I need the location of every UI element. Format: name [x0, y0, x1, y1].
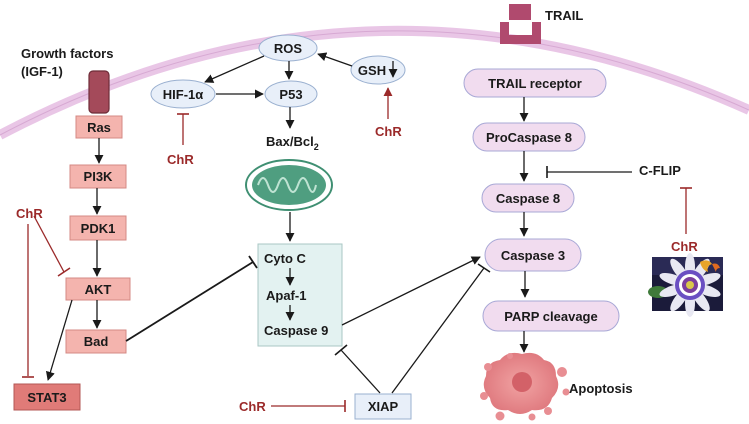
xiap-label: XIAP [368, 399, 399, 414]
growth-factors-label: Growth factors [21, 46, 113, 61]
ras-label: Ras [87, 120, 111, 135]
chr-label-xiap: ChR [239, 399, 266, 414]
apoptotic-cell-icon [480, 352, 570, 421]
p53-label: P53 [279, 87, 302, 102]
bax-bcl2-label: Bax/Bcl2 [266, 134, 319, 152]
akt-box: AKT [65, 277, 131, 301]
inhibit-bar-akt [57, 267, 71, 277]
cyto-c-panel: Cyto C Apaf-1 Caspase 9 [257, 243, 343, 347]
parp-label: PARP cleavage [504, 309, 597, 324]
mitochondrion-icon [245, 159, 333, 211]
gsh-oval: GSH [350, 55, 406, 85]
ros-label: ROS [274, 41, 303, 56]
ras-box: Ras [75, 115, 123, 139]
caspase8-label: Caspase 8 [496, 191, 560, 206]
pi3k-label: PI3K [84, 169, 114, 184]
stat3-label: STAT3 [27, 390, 66, 405]
akt-label: AKT [85, 282, 112, 297]
inhibit-bad-cytoc [125, 261, 254, 342]
cflip-label: C-FLIP [639, 163, 681, 178]
pdk1-label: PDK1 [81, 221, 116, 236]
apaf1-label: Apaf-1 [266, 288, 306, 303]
arrow-gsh-ros [317, 52, 353, 67]
inhibit-bar-caspase9 [334, 344, 348, 356]
arrow-akt-stat3 [45, 299, 73, 381]
passiflora-flower-icon [648, 253, 723, 317]
caspase9-label: Caspase 9 [264, 323, 328, 338]
arrow-caspase9-caspase3 [341, 256, 481, 326]
procaspase8-label: ProCaspase 8 [486, 130, 572, 145]
hif-label: HIF-1α [163, 87, 204, 102]
stat3-box: STAT3 [13, 383, 81, 411]
chr-label-hif: ChR [167, 152, 194, 167]
igf-receptor-icon [88, 70, 110, 114]
inhibit-bar-caspase3 [477, 263, 491, 273]
parp-box: PARP cleavage [482, 300, 620, 332]
p53-oval: P53 [264, 80, 318, 108]
bad-box: Bad [65, 329, 127, 354]
inhibit-chr-akt [33, 215, 65, 273]
trail-label: TRAIL [545, 8, 583, 23]
chr-label-gsh: ChR [375, 124, 402, 139]
xiap-box: XIAP [354, 393, 412, 420]
gsh-label: GSH [358, 63, 386, 78]
chr-label-left: ChR [16, 206, 43, 221]
pdk1-box: PDK1 [69, 215, 127, 241]
growth-factors-sublabel: (IGF-1) [21, 64, 63, 79]
inhibit-xiap-caspase3 [391, 267, 485, 394]
caspase3-box: Caspase 3 [484, 238, 582, 272]
apoptosis-label: Apoptosis [569, 381, 633, 396]
hif-oval: HIF-1α [150, 79, 216, 109]
trail-receptor-label: TRAIL receptor [488, 76, 582, 91]
pi3k-box: PI3K [69, 164, 127, 189]
inhibit-xiap-caspase9 [340, 349, 381, 394]
inhibit-bar-cytoc [248, 255, 258, 269]
bad-label: Bad [84, 334, 109, 349]
trail-receptor-box: TRAIL receptor [463, 68, 607, 98]
cyto-c-label: Cyto C [264, 251, 307, 266]
arrow-ros-hif [204, 55, 265, 83]
chr-label-cflip: ChR [671, 239, 698, 254]
ros-oval: ROS [258, 34, 318, 62]
trail-ligand-icon [500, 4, 541, 44]
procaspase8-box: ProCaspase 8 [472, 122, 586, 152]
caspase3-label: Caspase 3 [501, 248, 565, 263]
caspase8-box: Caspase 8 [481, 183, 575, 213]
